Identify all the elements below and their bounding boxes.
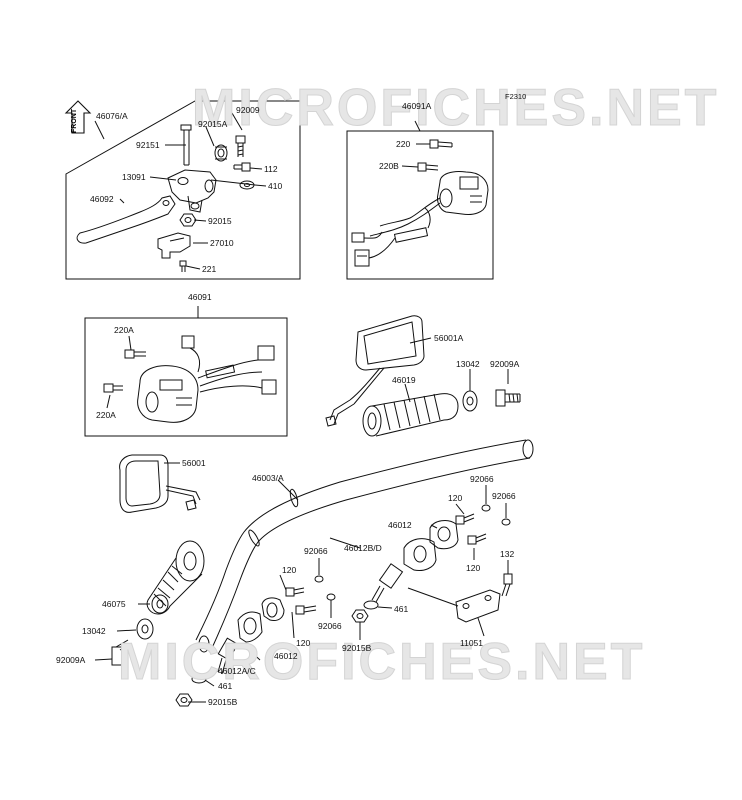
label-56001a: 56001A (434, 333, 464, 343)
label-220a-upper: 220A (114, 325, 134, 335)
label-46012-right: 46012 (388, 520, 412, 530)
label-461-right: 461 (394, 604, 409, 614)
washer-92066-left-1 (314, 558, 324, 583)
label-46003a: 46003/A (252, 473, 284, 483)
lever-holder-13091 (167, 169, 217, 213)
switch-bracket-27010 (157, 232, 191, 259)
right-switch-housing (351, 171, 489, 267)
label-46075: 46075 (102, 599, 126, 609)
label-461-left: 461 (218, 681, 233, 691)
bolt-92151 (180, 124, 192, 166)
weight-13042-right (462, 390, 478, 412)
mirror-56001a (325, 315, 425, 427)
screw-220 (429, 139, 453, 149)
front-arrow-icon (64, 100, 92, 134)
label-92015a: 92015A (198, 119, 228, 129)
label-92009a-left: 92009A (56, 655, 86, 665)
washer-461-left (191, 674, 215, 687)
label-410: 410 (268, 181, 283, 191)
label-92015b-left: 92015B (208, 697, 238, 707)
label-13042-left: 13042 (82, 626, 106, 636)
bracket-11051 (407, 587, 501, 637)
screw-220a-lower (103, 383, 123, 393)
adjuster-92015a (214, 144, 228, 162)
screw-221 (179, 260, 187, 272)
label-46092: 46092 (90, 194, 114, 204)
washer-92066-right-2 (501, 503, 511, 526)
label-92015: 92015 (208, 216, 232, 226)
left-switch-housing (137, 335, 277, 423)
label-92066-3: 92066 (304, 546, 328, 556)
handlebar-46003a (195, 439, 534, 653)
front-label: FRONT (71, 108, 78, 133)
label-92009-top: 92009 (236, 105, 260, 115)
label-46091a: 46091A (402, 101, 432, 111)
figure-code: F2310 (505, 92, 527, 101)
washer-92066-right-1 (481, 485, 491, 512)
bolt-120-right-a (455, 503, 475, 525)
right-grip-46019 (362, 393, 459, 437)
left-switch-frame (84, 317, 288, 437)
label-27010: 27010 (210, 238, 234, 248)
bolt-120-left-b (295, 605, 317, 615)
label-120-2: 120 (466, 563, 481, 573)
bolt-120-left-a (285, 587, 305, 597)
lever-assembly-frame (65, 100, 301, 280)
handlebar-holder-46012-left (217, 597, 285, 675)
weight-13042-left (116, 618, 154, 640)
label-13042-right: 13042 (456, 359, 480, 369)
label-112: 112 (264, 164, 278, 174)
washer-92066-left-2 (326, 593, 336, 618)
label-92009a-right: 92009A (490, 359, 520, 369)
label-132: 132 (500, 549, 515, 559)
bolt-92009a-right (495, 389, 521, 407)
handlebar-holder-46012-right-upper (429, 520, 459, 550)
nut-92015 (179, 213, 197, 227)
screw-220a-upper (124, 349, 146, 359)
label-92151: 92151 (136, 140, 160, 150)
label-92015b-right: 92015B (342, 643, 372, 653)
label-92066-1: 92066 (470, 474, 494, 484)
nut-92015b-right (351, 609, 369, 640)
label-11051: 11051 (460, 638, 484, 648)
watermark-top: MICROFICHES.NET (191, 79, 720, 138)
clutch-lever-46092 (76, 195, 176, 244)
label-56001: 56001 (182, 458, 206, 468)
label-46012ac: 46012A/C (218, 666, 256, 676)
label-120-4: 120 (296, 638, 311, 648)
label-120-1: 120 (448, 493, 463, 503)
washer-461-right (363, 600, 393, 610)
label-92066-4: 92066 (318, 621, 342, 631)
label-220b: 220B (379, 161, 399, 171)
label-220: 220 (396, 139, 411, 149)
front-label-wrap: FRONT (68, 109, 88, 133)
mirror-56001 (119, 454, 201, 513)
bolt-92009a-left (94, 639, 131, 666)
label-46012bd: 46012B/D (344, 543, 382, 553)
label-46012-left: 46012 (274, 651, 298, 661)
nut-92015b-left (175, 693, 206, 707)
bolt-92009-top (235, 135, 246, 157)
bolt-120-right-b (467, 533, 487, 560)
label-92066-2: 92066 (492, 491, 516, 501)
left-grip-46075 (146, 540, 205, 615)
screw-112 (233, 162, 251, 172)
washer-410 (239, 180, 255, 190)
screw-220b (417, 162, 439, 172)
bolt-132 (501, 560, 513, 597)
handlebar-holder-46012bd (371, 538, 437, 603)
label-46091: 46091 (188, 292, 212, 302)
label-13091: 13091 (122, 172, 146, 182)
label-46019: 46019 (392, 375, 416, 385)
label-46076a: 46076/A (96, 111, 128, 121)
label-220a-lower: 220A (96, 410, 116, 420)
watermark-bottom: MICROFICHES.NET (117, 633, 646, 692)
label-120-3: 120 (282, 565, 297, 575)
label-221: 221 (202, 264, 217, 274)
